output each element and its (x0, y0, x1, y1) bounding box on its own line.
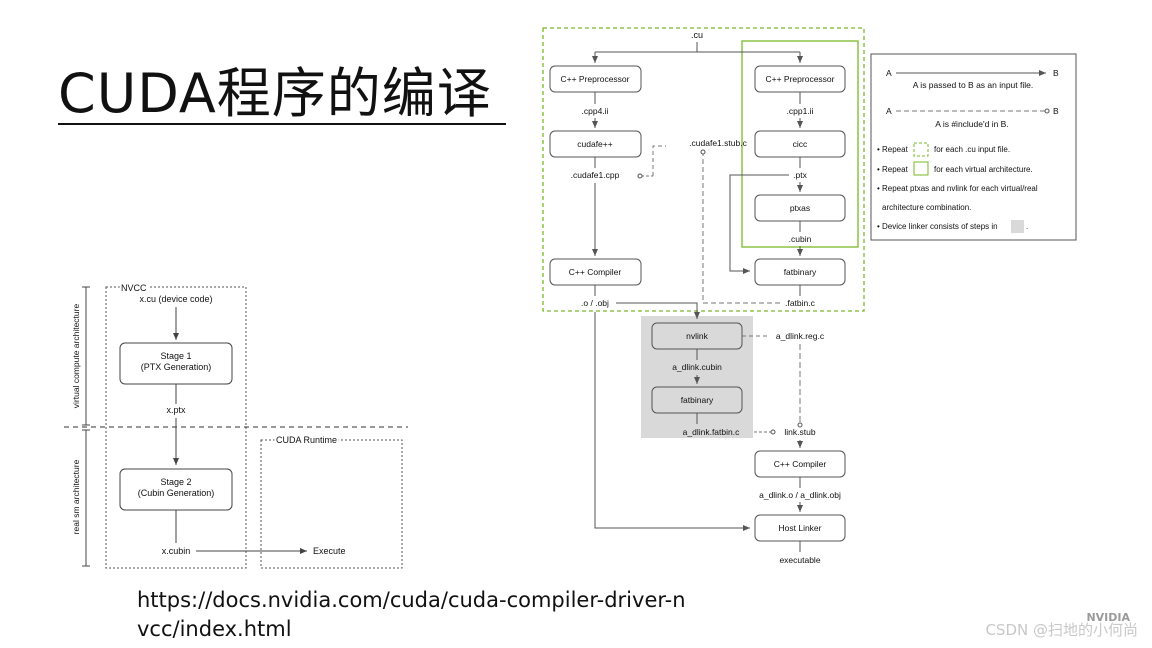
documentation-url[interactable]: https://docs.nvidia.com/cuda/cuda-compil… (137, 586, 697, 644)
ptx-label: x.ptx (166, 405, 186, 415)
fatbinary-label: fatbinary (784, 267, 817, 277)
cicc-label: cicc (793, 139, 808, 149)
legend-repeat3: Repeat ptxas and nvlink for each virtual… (882, 184, 1038, 193)
legend-b2: B (1053, 106, 1059, 116)
stub-label: .cudafe1.stub.c (689, 138, 747, 148)
nvcc-label: NVCC (121, 283, 147, 293)
ptx-label-right: .ptx (793, 170, 807, 180)
stage2-title: Stage 2 (160, 477, 191, 487)
fatbin-c-label: .fatbin.c (785, 298, 816, 308)
host-linker-label: Host Linker (779, 523, 822, 533)
legend-a1: A (886, 68, 892, 78)
cu-label: .cu (691, 30, 703, 40)
link-stub-label: link.stub (784, 427, 815, 437)
stage1-title: Stage 1 (160, 351, 191, 361)
cpp-compiler2-label: C++ Compiler (774, 459, 827, 469)
cpp-compiler-label: C++ Compiler (569, 267, 622, 277)
nvlink-label: nvlink (686, 331, 708, 341)
dlink-obj-label: a_dlink.o / a_dlink.obj (759, 490, 841, 500)
legend-repeat2: Repeat (882, 165, 909, 174)
legend-repeat3b: architecture combination. (882, 203, 971, 212)
fatbinary2-label: fatbinary (681, 395, 714, 405)
cubin-label: x.cubin (162, 546, 191, 556)
cudafe-label: cudafe++ (577, 139, 612, 149)
cuda-runtime-label: CUDA Runtime (276, 435, 337, 445)
left-diagram: NVCC CUDA Runtime virtual compute archit… (64, 281, 408, 569)
documentation-url-text[interactable]: https://docs.nvidia.com/cuda/cuda-compil… (137, 588, 686, 641)
legend-a2: A (886, 106, 892, 116)
svg-text:•: • (877, 145, 880, 154)
cpp-preprocessor-right-label: C++ Preprocessor (766, 74, 835, 84)
svg-text:•: • (877, 222, 880, 231)
stage1-subtitle: (PTX Generation) (141, 362, 212, 372)
legend-device-linker: Device linker consists of steps in (882, 222, 998, 231)
stage2-subtitle: (Cubin Generation) (138, 488, 215, 498)
legend-device-linker-end: . (1026, 222, 1028, 231)
csdn-watermark: CSDN @扫地的小何尚 (985, 621, 1138, 639)
real-arch-label: real sm architecture (71, 459, 81, 534)
ptxas-label: ptxas (790, 203, 810, 213)
cubin-label-right: .cubin (789, 234, 812, 244)
legend-repeat1-desc: for each .cu input file. (934, 145, 1010, 154)
execute-label: Execute (313, 546, 346, 556)
nvidia-logo: NVIDIA (1086, 611, 1130, 624)
svg-text:•: • (877, 165, 880, 174)
legend-repeat2-desc: for each virtual architecture. (934, 165, 1033, 174)
dlink-reg-label: a_dlink.reg.c (776, 331, 825, 341)
legend-grey-swatch (1011, 220, 1024, 233)
repeat-cu-region (542, 27, 865, 312)
slide-title: CUDA程序的编译 (58, 62, 492, 125)
cuda-runtime-box (260, 439, 403, 569)
executable-label: executable (779, 555, 820, 565)
legend-desc2: A is #include'd in B. (935, 119, 1008, 129)
dlink-cubin-label: a_dlink.cubin (672, 362, 722, 372)
legend-desc1: A is passed to B as an input file. (913, 80, 1034, 90)
obj-label: .o / .obj (581, 298, 609, 308)
legend-box (870, 53, 1077, 241)
title-underline (58, 123, 506, 125)
right-diagram: .cu C++ Preprocessor C++ Preprocessor .c… (542, 27, 1077, 565)
source-label: x.cu (device code) (139, 294, 212, 304)
legend-solid-green-swatch (913, 161, 929, 176)
cudafe-cpp-label: .cudafe1.cpp (571, 170, 620, 180)
legend-repeat1: Repeat (882, 145, 909, 154)
legend-b1: B (1053, 68, 1059, 78)
cpp-preprocessor-left-label: C++ Preprocessor (561, 74, 630, 84)
svg-text:•: • (877, 184, 880, 193)
cpp1-label: .cpp1.ii (787, 106, 814, 116)
legend-dashed-green-swatch (913, 142, 929, 157)
virtual-arch-label: virtual compute architecture (71, 304, 81, 409)
cpp4-label: .cpp4.ii (582, 106, 609, 116)
dlink-fatbin-label: a_dlink.fatbin.c (683, 427, 740, 437)
